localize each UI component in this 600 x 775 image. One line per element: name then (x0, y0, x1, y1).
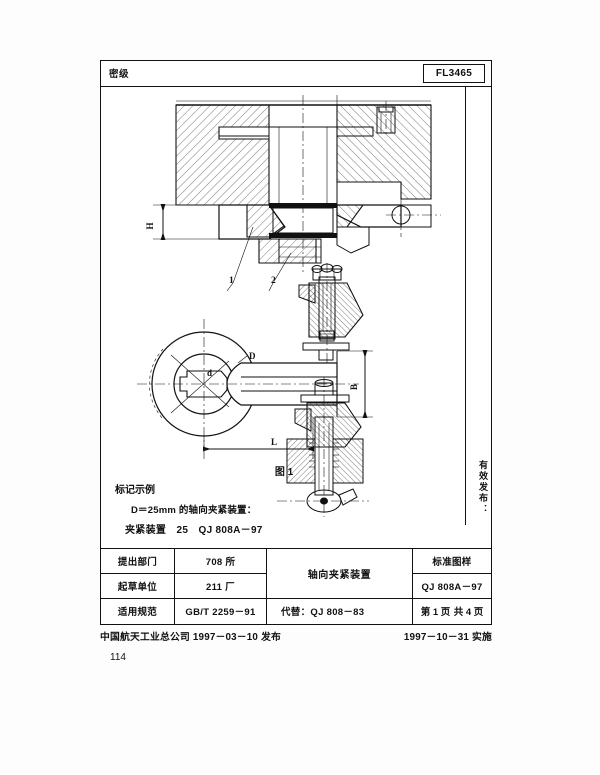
part-name: 轴向夹紧装置 (267, 549, 412, 599)
marking-example-line-2: 夹紧装置 25 QJ 808A－97 (125, 525, 263, 536)
lower-clamp-screw-detail (277, 377, 369, 517)
title-block-label-column: 提出部门 起草单位 适用规范 (101, 549, 175, 624)
value-drafting-unit: 211 厂 (175, 574, 266, 599)
sectional-assembly-view: H 1 2 (145, 95, 441, 292)
standard-drawing-header: 标准图样 (413, 549, 491, 574)
footer-row: 中国航天工业总公司 1997－03－10 发布 1997－10－31 实施 (100, 629, 492, 643)
total-pages: 共 4 页 (453, 607, 484, 619)
marking-example-title: 标记示例 (115, 485, 155, 496)
issuer-statement: 中国航天工业总公司 1997－03－10 发布 (100, 632, 281, 643)
dimension-label-L: L (271, 437, 277, 447)
dimension-label-d: d (207, 368, 212, 378)
title-block-value-column: 708 所 211 厂 GB/T 2259－91 (175, 549, 267, 624)
dimension-label-B: B (349, 384, 359, 390)
dimension-label-H: H (145, 222, 155, 229)
page-count-row: 第 1 页 共 4 页 (413, 599, 491, 624)
label-applicable-spec: 适用规范 (117, 607, 158, 619)
title-block-table: 提出部门 起草单位 适用规范 708 所 211 厂 GB/T 2259－91 … (101, 548, 491, 624)
figure-caption: 图 1 (274, 467, 294, 478)
assembly-drawing-svg: H 1 2 (137, 95, 441, 517)
effective-date-statement: 1997－10－31 实施 (403, 632, 492, 643)
title-block-middle-column: 轴向夹紧装置 代替：QJ 808－83 (267, 549, 413, 624)
frame-header-band: 密级 FL3465 (101, 61, 491, 87)
title-block-right-column: 标准图样 QJ 808A－97 第 1 页 共 4 页 (413, 549, 491, 624)
dimension-label-D: D (249, 351, 256, 361)
part-callout-2: 2 (271, 276, 276, 286)
effective-release-vertical-note: 有效发布： (478, 460, 488, 515)
current-page: 第 1 页 (420, 607, 451, 619)
standard-number: QJ 808A－97 (413, 574, 491, 599)
replaces-standard: 代替：QJ 808－83 (281, 607, 365, 619)
value-applicable-spec: GB/T 2259－91 (185, 607, 256, 619)
plan-view-with-eye-and-arm: d D B L (137, 319, 373, 459)
value-proposing-department: 708 所 (175, 549, 266, 574)
document-code-box: FL3465 (423, 63, 485, 83)
marking-example-block: 标记示例 D＝25mm 的轴向夹紧装置： 夹紧装置 25 QJ 808A－97 (115, 481, 455, 536)
label-proposing-department: 提出部门 (101, 549, 174, 574)
technical-drawing-area: H 1 2 (101, 87, 467, 525)
secrecy-level-label: 密级 (109, 69, 130, 80)
label-drafting-unit: 起草单位 (101, 574, 174, 599)
side-strip: 有效发布： (465, 87, 491, 525)
part-callout-1: 1 (229, 276, 234, 286)
page-number: 114 (110, 652, 126, 663)
marking-example-line-1: D＝25mm 的轴向夹紧装置： (131, 505, 257, 516)
upper-clamp-screw-detail (298, 263, 364, 367)
drawing-frame: 密级 FL3465 有效发布： (100, 60, 492, 625)
